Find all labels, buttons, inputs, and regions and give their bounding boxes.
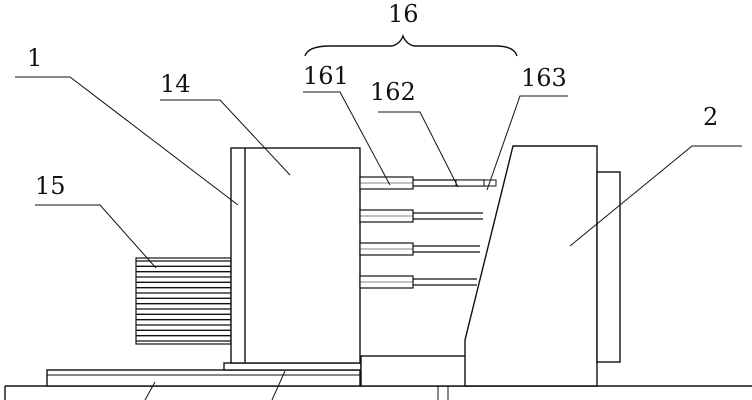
label-163: 163 — [521, 64, 567, 92]
label-15: 15 — [35, 172, 66, 200]
label-161: 161 — [303, 62, 349, 90]
label-2: 2 — [703, 103, 718, 131]
label-162: 162 — [370, 78, 416, 106]
rod-assembly — [359, 176, 497, 289]
base-plate — [4, 385, 752, 400]
cooling-fins — [135, 257, 232, 345]
slide-rail — [46, 362, 362, 387]
connector-block — [360, 355, 470, 387]
right-block — [464, 145, 621, 387]
main-block — [230, 147, 361, 364]
fin-stack-outline — [135, 257, 232, 345]
label-1: 1 — [27, 44, 42, 72]
label-14: 14 — [160, 70, 191, 98]
leader-lines — [15, 76, 742, 400]
label-16: 16 — [388, 0, 419, 28]
brace-16 — [304, 34, 518, 57]
